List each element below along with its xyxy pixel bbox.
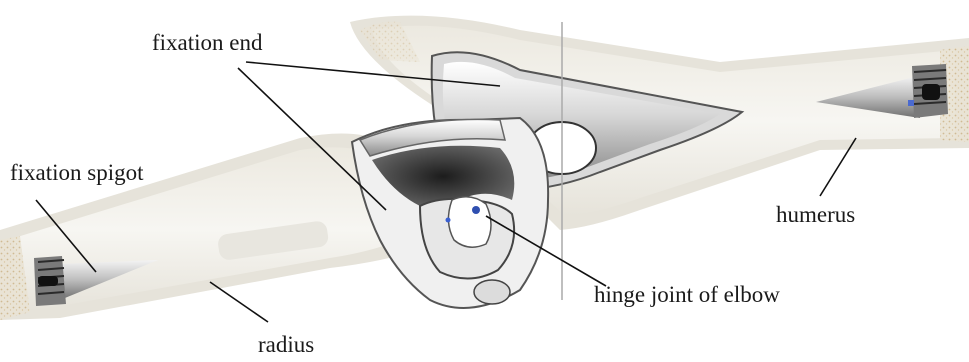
label-humerus: humerus (776, 202, 855, 227)
leader-radius (210, 282, 268, 322)
label-hinge-joint: hinge joint of elbow (594, 282, 780, 307)
label-fixation-spigot: fixation spigot (10, 160, 144, 185)
label-radius: radius (258, 332, 314, 357)
hinge-joint-assembly (352, 118, 548, 308)
label-fixation-end: fixation end (152, 30, 263, 55)
